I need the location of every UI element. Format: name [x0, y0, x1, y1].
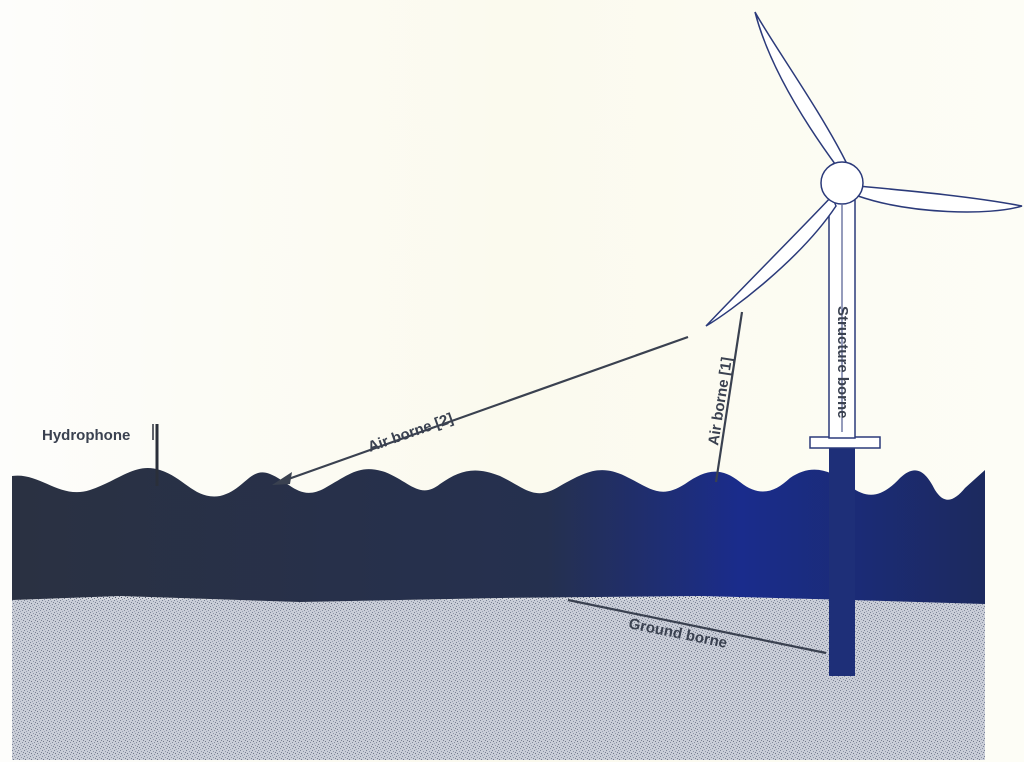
turbine-blade-left — [705, 194, 837, 327]
sea-water — [12, 468, 985, 604]
wind-turbine-icon — [705, 11, 1023, 327]
turbine-hub — [820, 161, 864, 205]
hydrophone-label: Hydrophone — [42, 427, 130, 444]
turbine-blade-top — [754, 11, 847, 170]
air-borne-2-arrowhead — [272, 472, 292, 485]
seabed-shade — [12, 600, 985, 760]
air-borne-2-path — [279, 335, 689, 484]
air-borne-1-path — [714, 311, 744, 483]
structure-borne-label: Structure borne — [834, 306, 851, 419]
turbine-pile — [829, 448, 855, 676]
seabed — [12, 596, 985, 760]
turbine-blade-right — [857, 185, 1023, 213]
ground-borne-path — [567, 598, 827, 655]
